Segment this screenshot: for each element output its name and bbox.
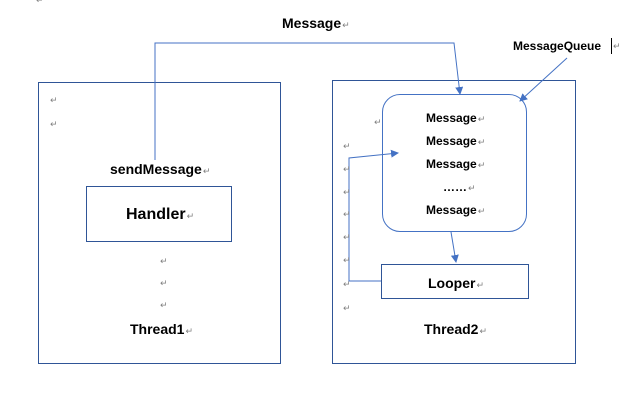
queue-item-mark: ↵ [477, 160, 486, 170]
looper-text: Looper [428, 275, 476, 291]
thread2-text: Thread2 [424, 321, 479, 337]
thread1-mark-2: ↵ [50, 119, 58, 129]
thread2-label-mark: ↵ [479, 326, 488, 336]
queue-item-text: Message [426, 157, 477, 171]
queue-item-text: Message [426, 134, 477, 148]
message-title: Message↵ [282, 16, 350, 30]
thread2-left-mark: ↵ [343, 209, 351, 219]
queue-item: Message↵ [426, 204, 485, 216]
thread1-label: Thread1↵ [130, 322, 193, 336]
queue-to-looper-arrow [450, 231, 459, 263]
thread2-label: Thread2↵ [424, 322, 487, 336]
thread2-queue-mark: ↵ [374, 117, 382, 127]
queue-item: Message↵ [426, 158, 485, 170]
thread1-label-mark: ↵ [185, 326, 194, 336]
queue-item-mark: ↵ [477, 114, 486, 124]
queue-item-mark: ↵ [477, 137, 486, 147]
thread2-left-mark: ↵ [343, 232, 351, 242]
looper-mark: ↵ [476, 280, 484, 290]
handler-mark: ↵ [186, 211, 195, 221]
looper-label: Looper↵ [428, 276, 484, 290]
thread1-text: Thread1 [130, 321, 185, 337]
looper-box [381, 264, 529, 299]
message-queue-label-text: MessageQueue [513, 39, 602, 53]
send-message-text: sendMessage [110, 161, 202, 177]
queue-item-mark: ↵ [468, 183, 476, 193]
queue-item-text: Message [426, 203, 477, 217]
top-paragraph-mark: ↵ [36, 0, 44, 5]
queue-pointer-arrow [519, 57, 568, 102]
handler-label: Handler↵ [126, 207, 194, 223]
thread1-mark-1: ↵ [50, 95, 58, 105]
queue-item: ……↵ [443, 181, 476, 193]
thread2-left-mark: ↵ [343, 141, 351, 151]
text-cursor [611, 38, 612, 54]
message-queue-mark: ↵ [613, 41, 621, 51]
handler-box [86, 186, 232, 242]
message-queue-label: MessageQueue [513, 40, 601, 52]
thread2-left-mark: ↵ [343, 164, 351, 174]
send-message-mark: ↵ [202, 166, 211, 176]
send-message-arrow [154, 42, 464, 160]
looper-loop-arrow [348, 149, 399, 282]
queue-item: Message↵ [426, 135, 485, 147]
queue-item: Message↵ [426, 112, 485, 124]
thread1-mark-5: ↵ [160, 300, 168, 310]
thread1-mark-3: ↵ [160, 256, 168, 266]
thread2-left-mark: ↵ [343, 303, 351, 313]
thread1-mark-4: ↵ [160, 278, 168, 288]
handler-text: Handler [126, 206, 186, 223]
queue-item-text: Message [426, 111, 477, 125]
message-title-text: Message [282, 15, 342, 31]
queue-item-text: …… [443, 180, 467, 194]
message-title-mark: ↵ [342, 20, 350, 30]
thread2-left-mark: ↵ [343, 279, 351, 289]
thread2-left-mark: ↵ [343, 187, 351, 197]
thread2-left-mark: ↵ [343, 255, 351, 265]
message-queue-box [382, 94, 527, 232]
queue-item-mark: ↵ [477, 206, 486, 216]
send-message-label: sendMessage↵ [110, 162, 210, 176]
